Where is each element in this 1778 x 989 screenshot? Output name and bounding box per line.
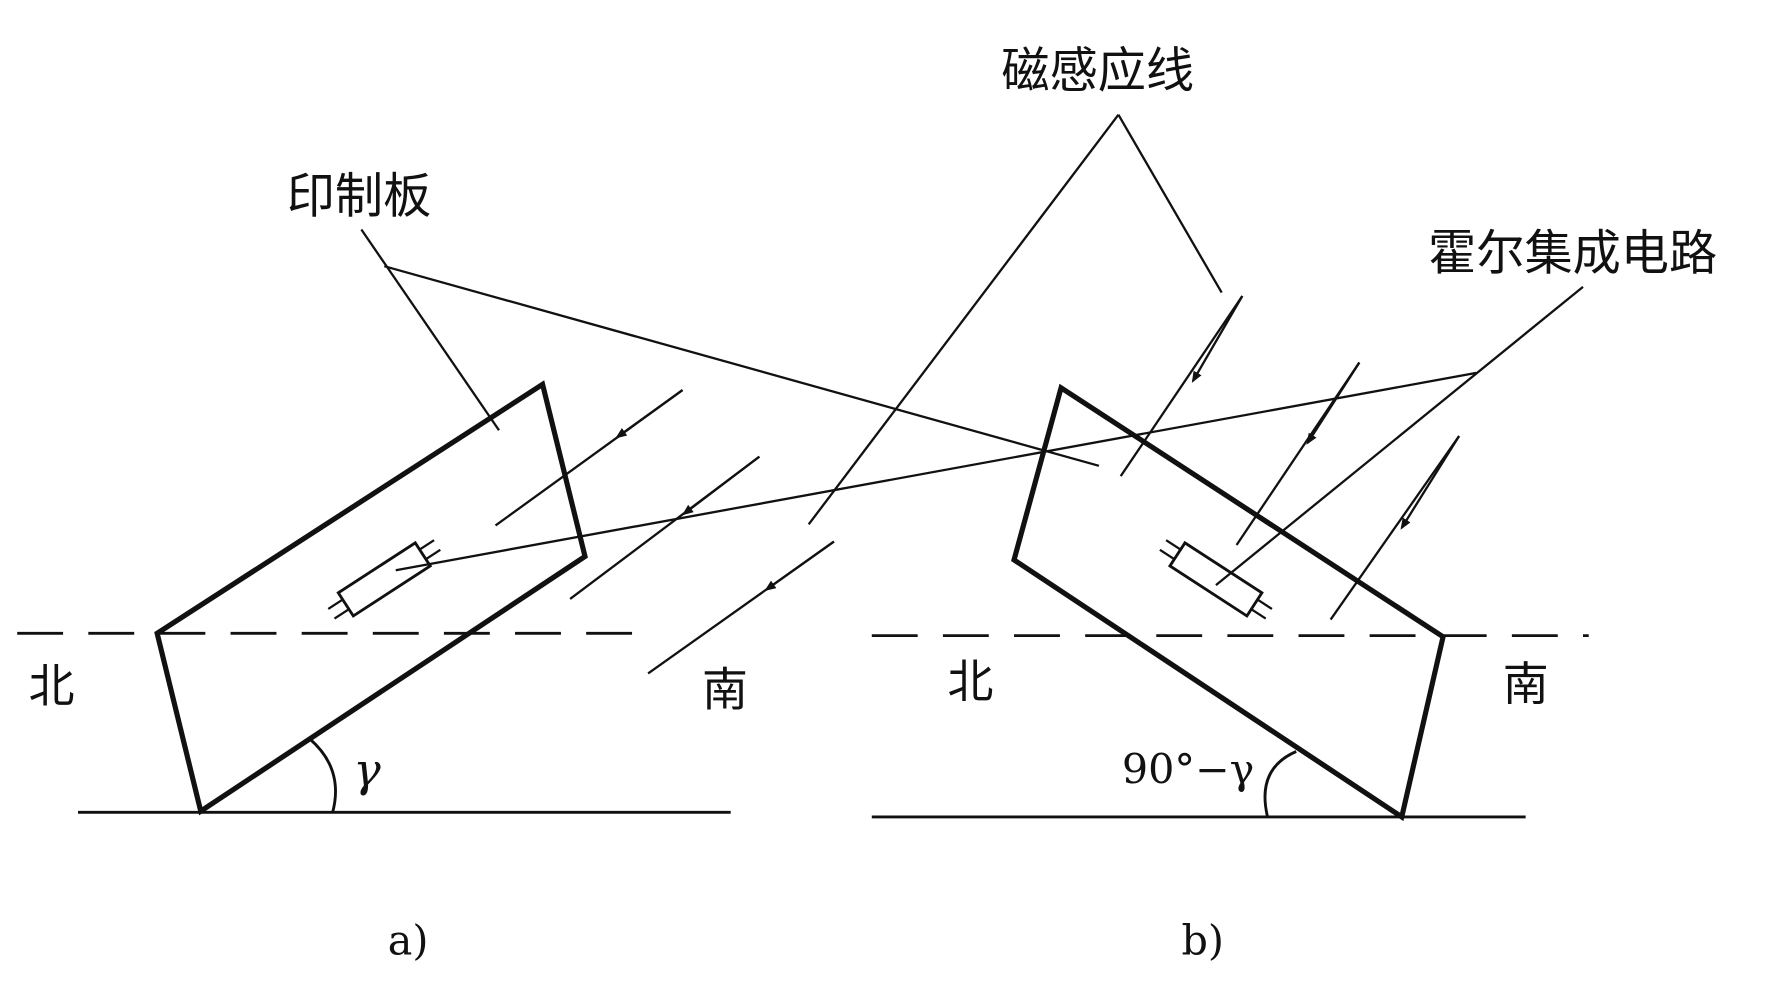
leader-hall-a	[395, 371, 1477, 572]
printed-board-a	[154, 380, 588, 816]
arrow-icon	[1191, 295, 1244, 383]
caption-b: b)	[1182, 917, 1225, 965]
arrow-icon	[615, 389, 684, 439]
label-angle-b: 90°−γ	[1122, 746, 1254, 794]
arrow-icon	[1400, 435, 1461, 530]
arrow-icon	[764, 540, 835, 592]
hall-ic-a	[327, 539, 441, 620]
label-printed-board: 印制板	[287, 168, 432, 224]
leader-field-b	[1117, 114, 1223, 294]
label-north-a: 北	[29, 659, 75, 713]
hall-ic-b	[1159, 539, 1273, 620]
label-angle-a: γ	[353, 743, 381, 797]
field-line-arrow	[1119, 295, 1244, 477]
caption-a: a)	[388, 917, 429, 965]
printed-board-b	[1011, 383, 1446, 822]
label-north-b: 北	[948, 655, 994, 709]
angle-arc-b	[1263, 750, 1297, 818]
leader-field-a	[807, 114, 1120, 526]
field-line-arrow	[1329, 435, 1461, 621]
leader-printed-board-a	[360, 228, 500, 431]
angle-arc-a	[308, 737, 337, 813]
arrow-icon	[1306, 361, 1361, 445]
label-hall-ic: 霍尔集成电路	[1428, 226, 1717, 282]
leader-printed-board-b	[383, 265, 1100, 467]
label-magnetic-field-lines: 磁感应线	[1001, 43, 1194, 99]
arrow-icon	[681, 455, 761, 516]
label-south-b: 南	[1503, 657, 1549, 711]
label-south-a: 南	[702, 663, 748, 717]
leader-hall-b	[1215, 285, 1584, 587]
